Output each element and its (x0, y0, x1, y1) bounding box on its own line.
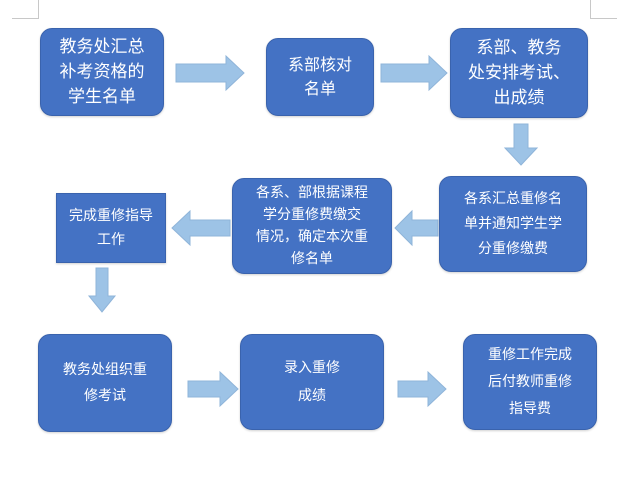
step-box-notify-retake-payment: 各系汇总重修名 单并通知学生学 分重修缴费 (439, 176, 587, 272)
step-box-verify-list: 系部核对 名单 (266, 38, 374, 116)
arrow-step-4-to-step-5 (394, 209, 439, 247)
page-corner-mark-top-right (590, 0, 617, 19)
page-corner-mark-top-left (12, 0, 39, 19)
step-box-enter-retake-scores: 录入重修 成绩 (240, 334, 384, 430)
step-box-pay-guidance-fee: 重修工作完成 后付教师重修 指导费 (463, 334, 597, 430)
arrow-step-5-to-step-6 (171, 209, 231, 247)
step-box-arrange-exam: 系部、教务 处安排考试、 出成绩 (450, 28, 588, 118)
arrow-step-1-to-step-2 (175, 54, 245, 92)
arrow-step-2-to-step-3 (380, 54, 448, 92)
arrow-step-3-to-step-4 (503, 123, 539, 166)
arrow-step-7-to-step-8 (187, 370, 239, 408)
arrow-step-6-to-step-7 (87, 267, 117, 313)
step-box-organize-retake-exam: 教务处组织重 修考试 (38, 334, 172, 432)
step-box-complete-guidance: 完成重修指导 工作 (56, 193, 166, 263)
arrow-step-8-to-step-9 (397, 370, 447, 408)
step-box-collect-makeup-list: 教务处汇总 补考资格的 学生名单 (40, 28, 164, 116)
step-box-confirm-retake-list: 各系、部根据课程 学分重修费缴交 情况，确定本次重 修名单 (232, 178, 392, 274)
